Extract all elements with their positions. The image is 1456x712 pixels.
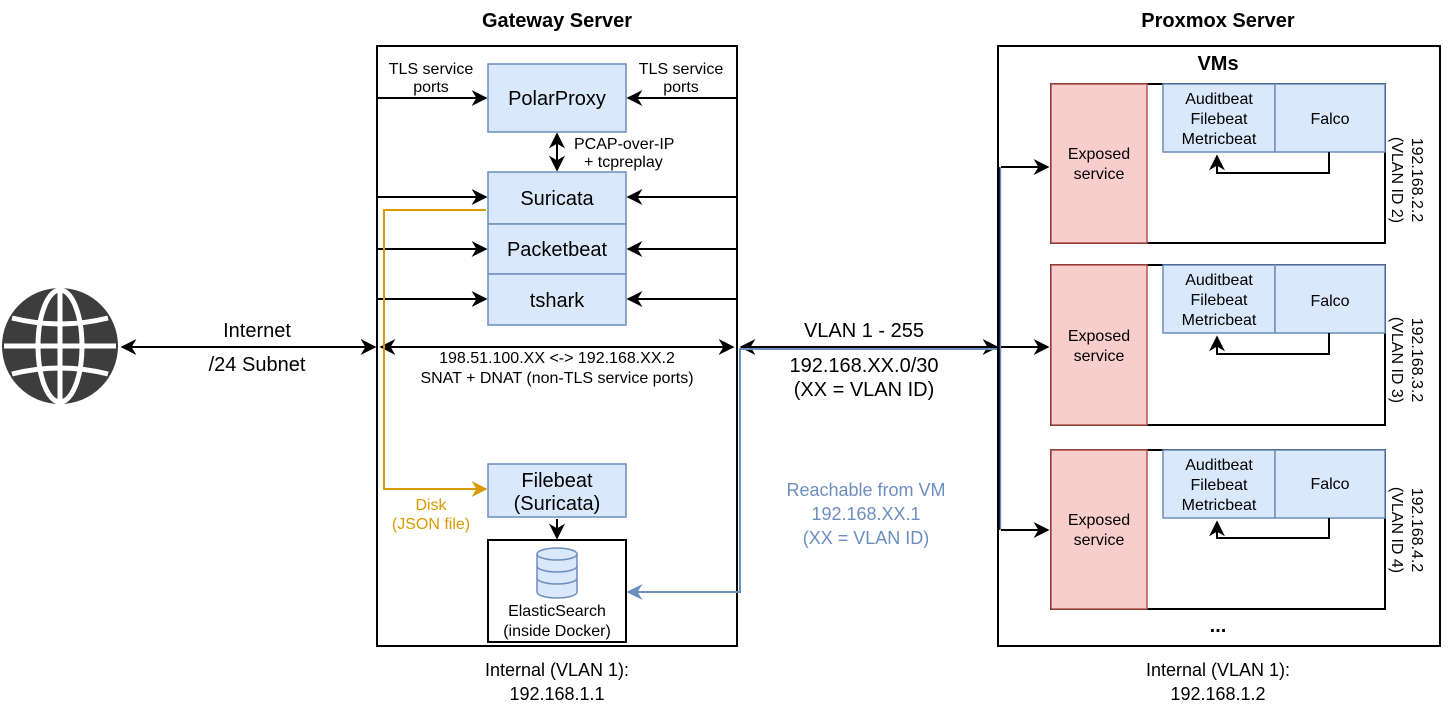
falco-label: Falco: [1310, 293, 1349, 310]
gateway-box: [376, 45, 738, 647]
proxmox-title: Proxmox Server: [1141, 10, 1295, 32]
beats-label-1: Auditbeat: [1185, 272, 1253, 289]
more-vms-ellipsis: ...: [1210, 615, 1227, 637]
exposed-service-box: [1050, 83, 1148, 244]
nat-label-2: SNAT + DNAT (non-TLS service ports): [420, 370, 693, 387]
tls-right-label-1: TLS service: [639, 61, 724, 78]
gateway-internal-label-2: 192.168.1.1: [509, 684, 604, 704]
exposed-label-1: Exposed: [1068, 512, 1130, 529]
falco-label: Falco: [1310, 111, 1349, 128]
exposed-label-1: Exposed: [1068, 146, 1130, 163]
internet-label: Internet: [223, 320, 291, 342]
falco-box: [1274, 83, 1386, 153]
globe-icon: [2, 287, 118, 405]
falco-label: Falco: [1310, 476, 1349, 493]
vm-ip-label: 192.168.2.2: [1408, 138, 1425, 223]
beats-box: [1162, 83, 1276, 153]
reachable-label-1: Reachable from VM: [786, 480, 945, 500]
exposed-label-1: Exposed: [1068, 328, 1130, 345]
disk-label-2: (JSON file): [392, 516, 470, 533]
vms-label: VMs: [1197, 53, 1238, 75]
beats-label-2: Filebeat: [1191, 292, 1248, 309]
subnet-label: /24 Subnet: [209, 354, 306, 376]
vm-1: Exposed service Auditbeat Filebeat Metri…: [1001, 83, 1425, 244]
vlan-label: VLAN 1 - 255: [804, 320, 924, 342]
beats-label-3: Metricbeat: [1182, 131, 1257, 148]
polarproxy-box: [487, 63, 627, 133]
nat-label-1: 198.51.100.XX <-> 192.168.XX.2: [439, 350, 675, 367]
proxmox-internal-label-1: Internal (VLAN 1):: [1146, 660, 1290, 680]
suricata-box: [487, 171, 627, 225]
beats-box: [1162, 449, 1276, 519]
polarproxy-label: PolarProxy: [508, 88, 606, 110]
reachable-label-3: (XX = VLAN ID): [803, 528, 930, 548]
beats-label-1: Auditbeat: [1185, 457, 1253, 474]
pcap-label-1: PCAP-over-IP: [574, 136, 674, 153]
gateway-title: Gateway Server: [482, 10, 632, 32]
vm-3: Exposed service Auditbeat Filebeat Metri…: [1001, 449, 1425, 610]
filebeat-suricata-box: [487, 463, 627, 518]
proxmox-box: [997, 45, 1441, 647]
exposed-service-box: [1050, 449, 1148, 610]
vlan-link: VLAN 1 - 255 192.168.XX.0/30 (XX = VLAN …: [626, 320, 999, 600]
elastic-label-2: (inside Docker): [503, 623, 611, 640]
packetbeat-label: Packetbeat: [507, 239, 608, 261]
proxmox-server: Proxmox Server VMs Exposed service Audit…: [997, 10, 1441, 704]
vm-ip-label: 192.168.3.2: [1408, 318, 1425, 403]
pcap-label-2: + tcpreplay: [584, 154, 663, 171]
falco-box: [1274, 449, 1386, 519]
reachable-label-2: 192.168.XX.1: [811, 504, 920, 524]
vm-vlan-label: (VLAN ID 2): [1388, 137, 1405, 223]
beats-label-2: Filebeat: [1191, 477, 1248, 494]
tls-left-label-2: ports: [413, 79, 449, 96]
vm-2: Exposed service Auditbeat Filebeat Metri…: [1001, 264, 1425, 426]
filebeat-label-2: (Suricata): [514, 493, 601, 515]
vm-ip-label: 192.168.4.2: [1408, 488, 1425, 573]
elastic-label-1: ElasticSearch: [508, 603, 606, 620]
exposed-label-2: service: [1074, 532, 1125, 549]
tshark-box: [487, 273, 627, 326]
beats-box: [1162, 264, 1276, 334]
vm-vlan-label: (VLAN ID 3): [1388, 317, 1405, 403]
suricata-label: Suricata: [520, 188, 594, 210]
link-subnet-label-2: (XX = VLAN ID): [794, 379, 935, 401]
disk-label-1: Disk: [415, 497, 447, 514]
exposed-service-box: [1050, 264, 1148, 426]
exposed-label-2: service: [1074, 348, 1125, 365]
tshark-label: tshark: [530, 290, 585, 312]
beats-label-2: Filebeat: [1191, 111, 1248, 128]
beats-label-3: Metricbeat: [1182, 497, 1257, 514]
database-icon: [536, 547, 578, 599]
beats-label-3: Metricbeat: [1182, 312, 1257, 329]
internet-link: Internet /24 Subnet: [120, 320, 377, 376]
tls-left-label-1: TLS service: [389, 61, 474, 78]
exposed-label-2: service: [1074, 166, 1125, 183]
proxmox-internal-label-2: 192.168.1.2: [1170, 684, 1265, 704]
vm-vlan-label: (VLAN ID 4): [1388, 487, 1405, 573]
tls-right-label-2: ports: [663, 79, 699, 96]
gateway-server: Gateway Server TLS service ports TLS ser…: [376, 10, 738, 704]
packetbeat-box: [487, 223, 627, 275]
link-subnet-label-1: 192.168.XX.0/30: [789, 355, 938, 377]
filebeat-label-1: Filebeat: [521, 470, 593, 492]
beats-label-1: Auditbeat: [1185, 91, 1253, 108]
falco-box: [1274, 264, 1386, 334]
gateway-internal-label-1: Internal (VLAN 1):: [485, 660, 629, 680]
